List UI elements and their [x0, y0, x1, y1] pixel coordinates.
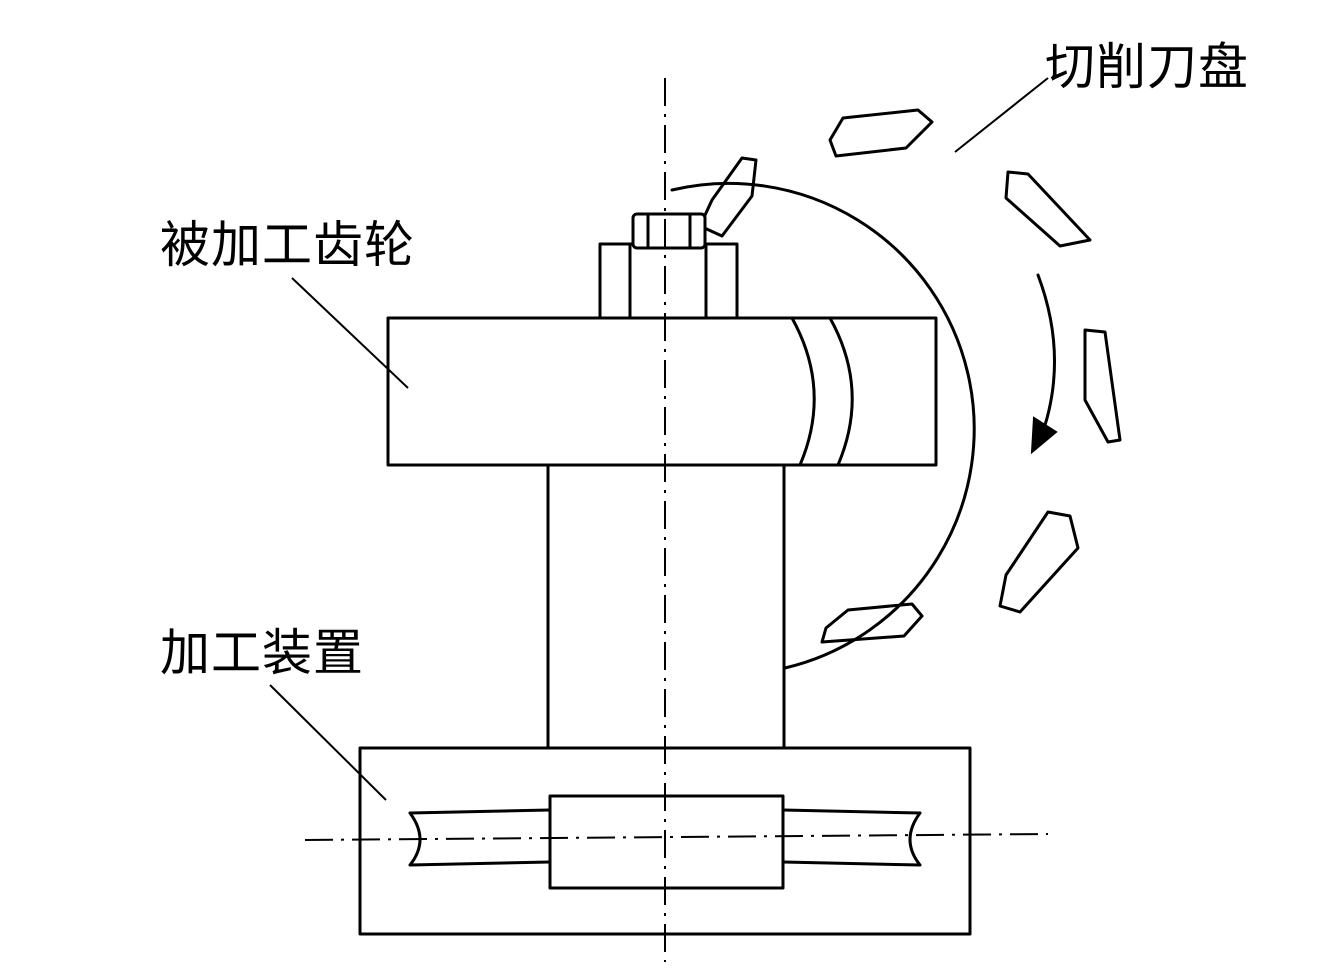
label-cutter-disc: 切削刀盘: [1045, 38, 1249, 96]
cutter-disc-outline: [670, 181, 976, 670]
shaft-coupling: [548, 794, 785, 890]
cutter-blade: [698, 156, 758, 238]
cutter-blades: [698, 108, 1122, 644]
leader-line-cutter-disc: [954, 77, 1049, 153]
rotation-arrow-head: [1030, 416, 1058, 455]
rotation-direction-arrow: [1036, 273, 1056, 442]
workpiece-gear-body: [386, 316, 938, 467]
gear-cut-tooth-mark: [790, 316, 816, 467]
cutter-blade: [1004, 170, 1092, 248]
shaft-right: [781, 808, 922, 867]
cutter-blade: [828, 108, 934, 158]
leader-line-workpiece-gear: [291, 277, 409, 389]
cutter-blade: [820, 602, 924, 644]
label-workpiece-gear: 被加工齿轮: [160, 216, 415, 274]
gear-cut-tooth-mark: [828, 316, 854, 467]
label-machining-device: 加工装置: [160, 624, 364, 682]
leader-line-machining-device: [269, 684, 387, 801]
cutter-blade: [998, 510, 1080, 614]
horizontal-center-line: [304, 833, 1049, 841]
clamp-nut: [598, 212, 739, 320]
cutter-blade: [1083, 328, 1122, 444]
